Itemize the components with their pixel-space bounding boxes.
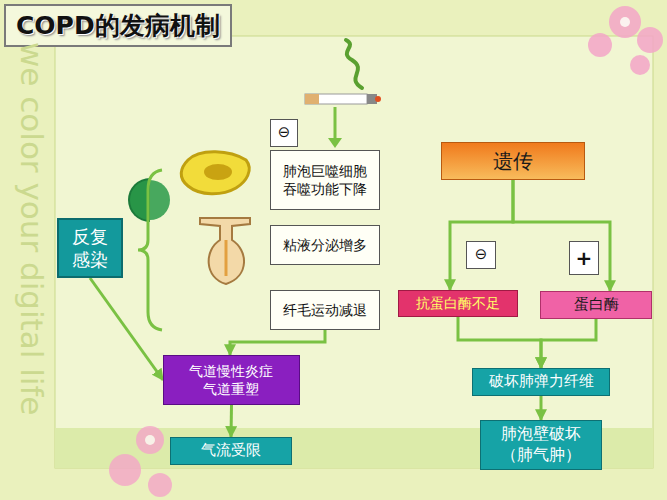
petal bbox=[109, 454, 141, 486]
cigarette-body bbox=[305, 94, 367, 104]
cigarette-ember bbox=[375, 96, 381, 102]
connector-arrow bbox=[450, 180, 513, 290]
petal bbox=[637, 27, 663, 53]
watermark: we color your digital life bbox=[14, 42, 50, 415]
process-box: 抗蛋白酶不足 bbox=[398, 290, 518, 317]
cause-box: 遗传 bbox=[441, 142, 585, 180]
mucus-gland bbox=[200, 218, 250, 284]
petal bbox=[136, 426, 164, 454]
connector-arrow bbox=[230, 405, 234, 437]
node-text: 气流受限 bbox=[201, 441, 261, 461]
connector-arrow bbox=[230, 330, 325, 355]
node-text: 反复 感染 bbox=[67, 225, 114, 272]
flower-bottom-left bbox=[109, 426, 172, 497]
process-box: 破坏肺弹力纤维 bbox=[472, 368, 610, 396]
node-text: ⊖ bbox=[475, 245, 488, 265]
process-box: 肺泡巨噬细胞 吞噬功能下降 bbox=[270, 150, 380, 210]
macrophage-nucleus bbox=[204, 164, 232, 180]
node-text: 遗传 bbox=[493, 148, 533, 174]
panel bbox=[55, 36, 653, 468]
node-text: 蛋白酶 bbox=[574, 295, 619, 315]
flower-top-right bbox=[588, 6, 663, 75]
node-text: 抗蛋白酶不足 bbox=[416, 294, 500, 312]
petal bbox=[630, 55, 650, 75]
node-text: ⊖ bbox=[278, 123, 291, 143]
flower-center bbox=[145, 435, 155, 445]
connector-arrow bbox=[540, 396, 543, 420]
node-text: 气道慢性炎症 气道重塑 bbox=[185, 362, 277, 398]
petal bbox=[609, 6, 641, 38]
cigarette bbox=[305, 40, 381, 104]
node-text: 肺泡壁破坏 （肺气肿） bbox=[496, 424, 586, 466]
arrow-head bbox=[328, 138, 342, 148]
green-circle bbox=[130, 180, 170, 220]
process-box: 蛋白酶 bbox=[540, 291, 652, 319]
cause-box: 反复 感染 bbox=[57, 218, 123, 278]
petal bbox=[148, 473, 172, 497]
macrophage bbox=[181, 152, 249, 194]
node-text: 纤毛运动减退 bbox=[283, 301, 367, 319]
node-text: + bbox=[576, 245, 593, 271]
result-box: 气流受限 bbox=[170, 437, 292, 465]
node-text: 粘液分泌增多 bbox=[283, 236, 367, 254]
connector-arrow bbox=[541, 319, 596, 368]
process-box: 气道慢性炎症 气道重塑 bbox=[163, 355, 300, 405]
result-box: 肺泡壁破坏 （肺气肿） bbox=[480, 420, 602, 470]
process-box: 纤毛运动减退 bbox=[270, 290, 380, 330]
node-text: 肺泡巨噬细胞 吞噬功能下降 bbox=[279, 162, 371, 198]
process-box: 粘液分泌增多 bbox=[270, 225, 380, 265]
connector-arrow bbox=[90, 278, 163, 380]
sign-box: + bbox=[569, 241, 599, 275]
sign-box: ⊖ bbox=[466, 241, 496, 269]
title: COPD的发病机制 bbox=[4, 4, 232, 47]
petal bbox=[588, 33, 612, 57]
connector-arrow bbox=[458, 317, 541, 368]
bracket bbox=[138, 170, 162, 330]
smoke bbox=[346, 40, 362, 88]
gland-duct bbox=[225, 240, 228, 276]
flower-center bbox=[620, 17, 630, 27]
arrow-shaft bbox=[334, 107, 337, 140]
node-text: 破坏肺弹力纤维 bbox=[489, 372, 594, 392]
cigarette-filter bbox=[305, 94, 319, 104]
connector-arrow bbox=[513, 180, 610, 291]
sign-box: ⊖ bbox=[270, 119, 298, 147]
